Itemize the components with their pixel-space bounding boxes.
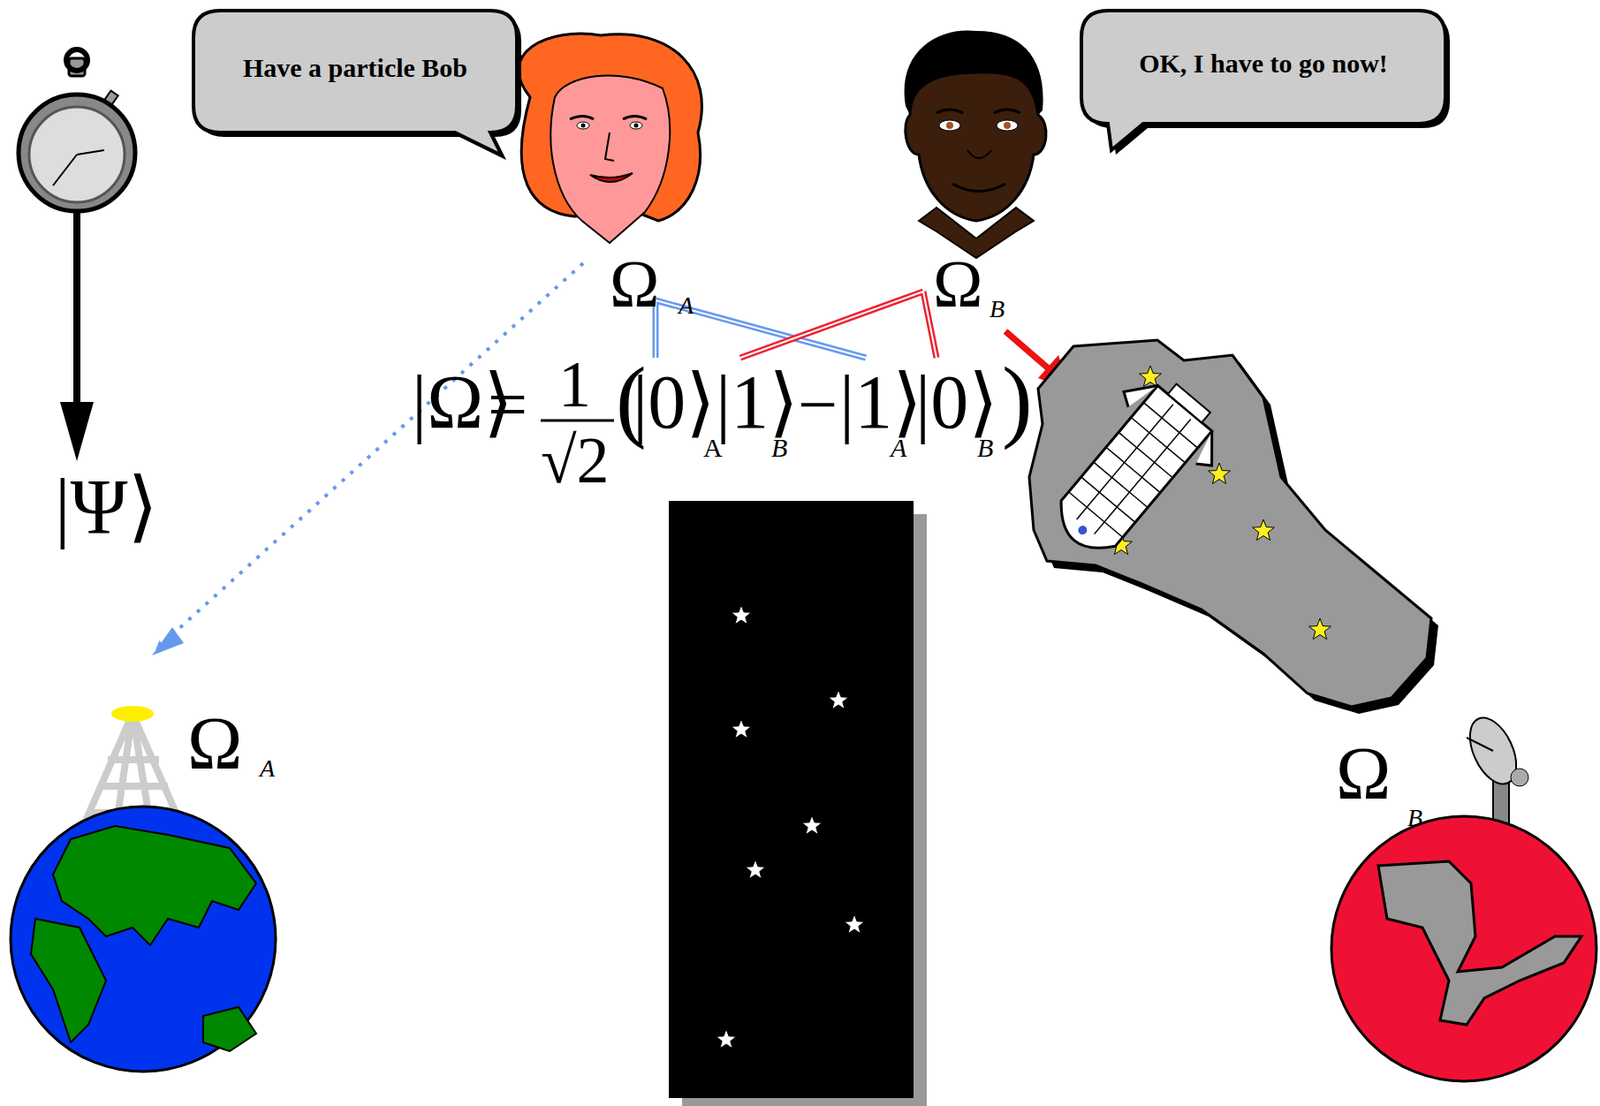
arrow-head bbox=[151, 627, 184, 656]
fraction-bar bbox=[540, 419, 615, 423]
subscript: B bbox=[989, 296, 1005, 322]
speech-text: Have a particle Bob bbox=[242, 53, 468, 84]
math-symbol: = bbox=[487, 369, 528, 440]
entanglement-lines bbox=[655, 291, 937, 358]
subscript: B bbox=[1407, 805, 1423, 831]
star bbox=[1139, 365, 1162, 387]
bob-face bbox=[904, 30, 1047, 258]
math-symbol: − bbox=[797, 369, 838, 440]
star bbox=[802, 815, 823, 835]
speech-bubble: OK, I have to go now! bbox=[1081, 10, 1446, 124]
star bbox=[745, 859, 766, 880]
dotted-arrow bbox=[159, 263, 584, 647]
star bbox=[844, 914, 865, 934]
subscript: A bbox=[678, 293, 694, 319]
math-symbol: √2 bbox=[540, 427, 610, 493]
star bbox=[731, 719, 752, 739]
math-symbol: Ω bbox=[1335, 736, 1391, 812]
stars bbox=[716, 605, 865, 1049]
math-symbol: |0⟩ bbox=[915, 363, 999, 440]
subscript: B bbox=[977, 434, 994, 462]
alice-face bbox=[518, 33, 702, 243]
star bbox=[828, 690, 850, 710]
stopwatch bbox=[18, 49, 136, 462]
space-region bbox=[1029, 340, 1432, 707]
subscript: A bbox=[259, 756, 275, 782]
math-symbol: 1 bbox=[558, 351, 592, 418]
math-symbol: |0⟩ bbox=[632, 363, 716, 440]
speech-bubble: Have a particle Bob bbox=[193, 10, 517, 133]
math-symbol: Ω bbox=[187, 706, 243, 782]
bubble-outline bbox=[193, 10, 535, 186]
earth bbox=[10, 705, 276, 1072]
space-shuttle bbox=[1030, 361, 1238, 577]
red-planet bbox=[1331, 710, 1597, 1082]
star bbox=[731, 605, 752, 625]
subscript: A bbox=[890, 434, 907, 462]
math-symbol: |1⟩ bbox=[715, 363, 799, 440]
math-symbol: Ω bbox=[609, 250, 660, 318]
math-symbol: |Ψ⟩ bbox=[54, 468, 159, 546]
math-symbol: ) bbox=[1001, 353, 1033, 446]
star bbox=[716, 1029, 737, 1049]
starfield bbox=[668, 500, 914, 1099]
star bbox=[1252, 519, 1275, 541]
star bbox=[1309, 618, 1332, 640]
subscript: B bbox=[771, 434, 788, 462]
speech-text: OK, I have to go now! bbox=[1138, 48, 1388, 79]
math-symbol: |1⟩ bbox=[839, 363, 923, 440]
math-symbol: Ω bbox=[932, 250, 983, 318]
bubble-outline bbox=[1081, 10, 1464, 177]
